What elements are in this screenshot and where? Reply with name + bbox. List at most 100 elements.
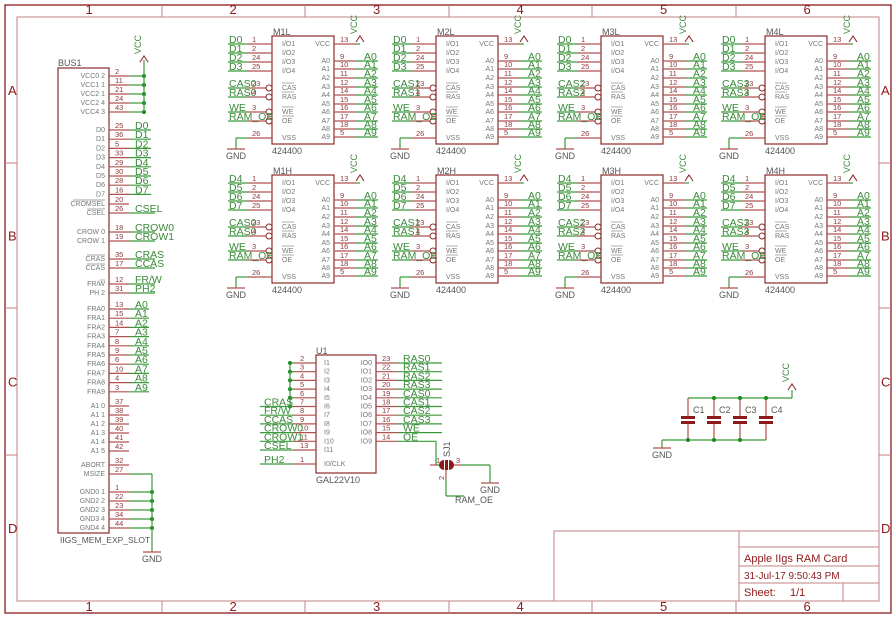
dram-net-label: D1 (558, 43, 572, 55)
gal-pin-number: 7 (300, 398, 304, 407)
dram-chip-m2l[interactable]: M2L424400I/O11D0I/O22D1I/O324D2I/O425D3C… (390, 14, 542, 161)
dram-pin-name: A3 (321, 84, 330, 91)
dram-pin-name: I/O2 (775, 189, 788, 196)
dram-pin-name: A9 (814, 273, 823, 280)
dram-net-label: A2 (693, 68, 706, 80)
frame-col-label-bottom: 4 (517, 599, 524, 614)
dram-chip-m1h[interactable]: M1H424400I/O11D4I/O22D5I/O324D6I/O425D7C… (226, 153, 378, 300)
bus-pin-number: 30 (115, 167, 123, 176)
dram-net-label: CAS3 (722, 217, 750, 229)
gal-ref: U1 (316, 346, 328, 356)
bus-pin-name: FR/W (87, 281, 105, 288)
inverter-bubble (429, 84, 437, 92)
dram-net-label: D0 (229, 34, 243, 46)
dram-net-label: RAM_OE (229, 250, 273, 262)
dram-chip-m3l[interactable]: M3L424400I/O11D0I/O22D1I/O324D2I/O425D3C… (555, 14, 707, 161)
capacitor-c4[interactable]: C4 (759, 396, 783, 440)
bus-pin-name: MSIZE (84, 471, 106, 478)
dram-pin-name: VSS (282, 135, 296, 142)
dram-pin-number: 18 (669, 120, 677, 129)
dram-pin-name: A9 (485, 134, 494, 141)
dram-pin-name: OE (775, 257, 785, 264)
dram-pin-name: CAS (446, 85, 461, 92)
inverter-bubble (758, 117, 766, 125)
bus-pin-number: 12 (115, 275, 123, 284)
dram-pin-number: 12 (340, 217, 348, 226)
dram-pin-number: 16 (504, 242, 512, 251)
vcc-label: VCC (678, 14, 688, 34)
dram-chip-m4l[interactable]: M4L424400I/O11D0I/O22D1I/O324D2I/O425D3C… (719, 14, 871, 161)
bus-pin-name: FRA0 (87, 306, 105, 313)
cap-ref: C4 (771, 405, 783, 415)
bus-net-label: PH2 (135, 283, 156, 295)
capacitor-c3[interactable]: C3 (733, 396, 757, 442)
bus-pin-number: 37 (115, 397, 123, 406)
dram-pin-name: A1 (485, 205, 494, 212)
gal-chip[interactable]: U1GAL22V10I12I23I34I45I56I67CRASI78FR/WI… (260, 346, 442, 485)
dram-body (271, 35, 335, 145)
vcc-arrow-icon (355, 174, 365, 182)
gnd-label: GND (652, 450, 673, 460)
dram-net-label: D5 (229, 182, 243, 194)
dram-pin-number: 14 (833, 86, 841, 95)
frame-row-label-left: A (8, 83, 17, 98)
dram-pin-number: 11 (504, 208, 512, 217)
gal-pin-number: 15 (382, 424, 390, 433)
jumper-pad-right (449, 460, 454, 470)
dram-net-label: D1 (722, 43, 736, 55)
vcc-label: VCC (513, 14, 523, 34)
dram-pin-name: I/O2 (446, 189, 459, 196)
dram-pin-name: A0 (321, 197, 330, 204)
bus-pin-number: 34 (115, 510, 123, 519)
dram-net-label: A3 (857, 216, 870, 228)
bus-net-label: CCAS (135, 258, 164, 270)
gal-pin-number: 1 (300, 455, 304, 464)
capacitor-c2[interactable]: C2 (707, 396, 731, 442)
gal-pin-name: I7 (324, 412, 330, 419)
dram-part: 424400 (765, 146, 795, 156)
title-block-sheet-value: 1/1 (790, 587, 805, 599)
capacitor-c1[interactable]: C1 (681, 398, 705, 442)
gal-pin-name: I6 (324, 404, 330, 411)
dram-net-label: A8 (693, 119, 706, 131)
bus-pin-number: 21 (115, 85, 123, 94)
dram-pin-number: 14 (340, 86, 348, 95)
dram-pin-name: RAS (611, 233, 626, 240)
dram-pin-name: WE (611, 248, 623, 255)
gal-pin-number: 10 (300, 424, 308, 433)
gal-pin-name: IO2 (361, 377, 372, 384)
dram-pin-name: A4 (814, 92, 823, 99)
dram-net-label: D6 (722, 191, 736, 203)
gal-net-label: CAS1 (403, 397, 431, 409)
dram-chip-m2h[interactable]: M2H424400I/O11D4I/O22D5I/O324D6I/O425D7C… (390, 153, 542, 300)
gal-pin-number: 22 (382, 363, 390, 372)
dram-pin-number: 4 (581, 88, 585, 97)
dram-net-label: A7 (364, 250, 377, 262)
vcc-arrow-icon (519, 35, 529, 43)
bus-net-label: A4 (135, 336, 148, 348)
dram-pin-number: 5 (833, 128, 837, 137)
dram-pin-number: 17 (669, 112, 677, 121)
title-block-sheet-label: Sheet: (744, 587, 776, 599)
dram-pin-name: I/O3 (611, 59, 624, 66)
gal-pin-name: IO0 (361, 360, 372, 367)
bus-body (57, 67, 110, 534)
dram-net-label: D2 (229, 52, 243, 64)
dram-pin-number: 15 (504, 95, 512, 104)
gal-net-label: CROW0 (264, 423, 303, 435)
gal-pin-number: 16 (382, 415, 390, 424)
dram-net-label: RAS0 (229, 226, 257, 238)
dram-body (435, 35, 499, 145)
cap-ref: C1 (693, 405, 705, 415)
bus-pin-number: 32 (115, 456, 123, 465)
dram-chip-m1l[interactable]: M1L424400I/O11D0I/O22D1I/O324D2I/O425D3C… (226, 14, 378, 161)
dram-pin-name: A9 (321, 273, 330, 280)
dram-pin-number: 12 (504, 217, 512, 226)
bus-pin-name: FRA5 (87, 352, 105, 359)
gal-net-label: PH2 (264, 454, 285, 466)
dram-chip-m3h[interactable]: M3H424400I/O11D4I/O22D5I/O324D6I/O425D7C… (555, 153, 707, 300)
dram-chip-m4h[interactable]: M4H424400I/O11D4I/O22D5I/O324D6I/O425D7C… (719, 153, 871, 300)
